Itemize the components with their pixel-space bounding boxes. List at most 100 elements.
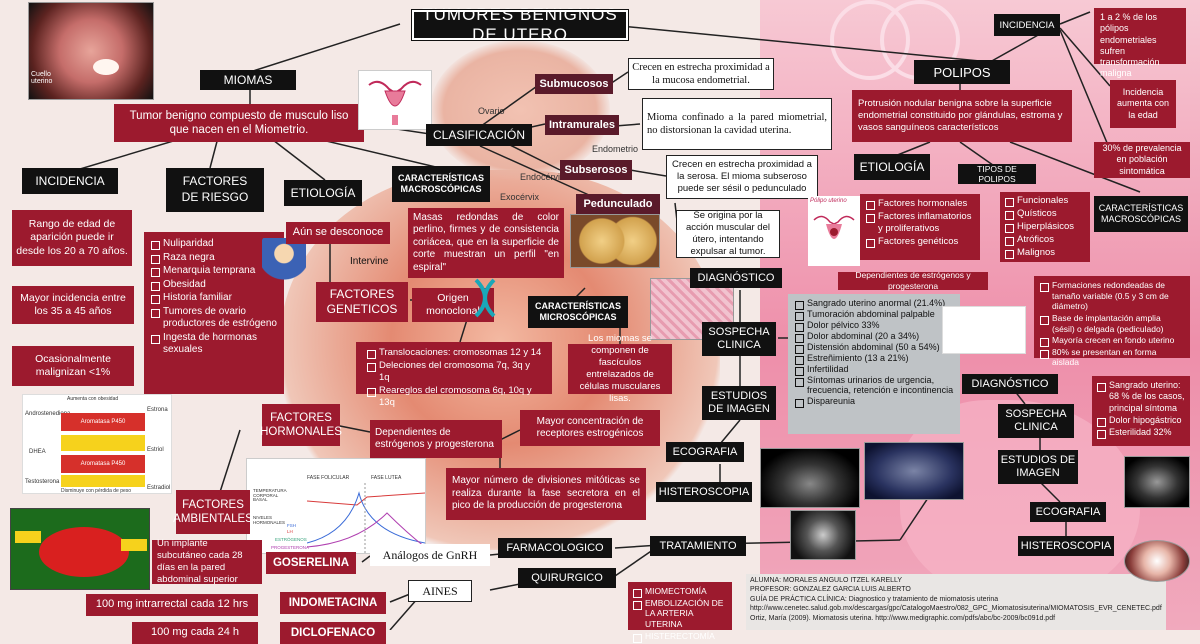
tipo-item: Funcionales [1004, 195, 1086, 207]
etiologia-item: Factores inflamatorios y proliferativos [865, 211, 975, 235]
intramurales-label: Intramurales [545, 115, 619, 135]
reference-link[interactable]: Ortiz, María (2009). Miomatosis uterina.… [750, 614, 1056, 622]
tipo-item: Hiperplásicos [1004, 221, 1086, 233]
hormonales-mitosis: Mayor número de divisiones mitóticas se … [446, 468, 646, 520]
sintomas-items: Sangrado uterino anormal (21.4%) Tumorac… [794, 298, 954, 408]
polipos-ultrasound [1124, 456, 1190, 508]
macro-item: Base de implantación amplia (sésil) o de… [1039, 313, 1185, 334]
indometacina-label: INDOMETACINA [280, 592, 386, 614]
hormonales-dependientes: Dependientes de estrógenos y progesteron… [370, 420, 502, 458]
clasificacion-header: CLASIFICACIÓN [426, 124, 532, 146]
aromatase-band [61, 435, 145, 451]
hormonales-receptores: Mayor concentración de receptores estrog… [520, 410, 660, 446]
chart-label: FASE LUTEA [371, 475, 402, 481]
sintoma-item: Dolor pélvico 33% [794, 320, 954, 332]
factor-riesgo-item: Raza negra [150, 252, 278, 265]
uterus-diagram-svg [368, 80, 422, 125]
polipos-definition: Protrusión nodular benigna sobre la supe… [852, 90, 1072, 142]
aromatase-label: Estrona [147, 407, 168, 413]
factores-riesgo-list: Nuliparidad Raza negra Menarquia tempran… [144, 232, 284, 394]
chart-label: LH [287, 529, 293, 534]
diagram-box [121, 539, 147, 551]
hormone-cycle-chart: FASE FOLICULAR FASE LUTEA TEMPERATURA CO… [246, 458, 426, 554]
analogos-gnrh-label: Análogos de GnRH [370, 544, 490, 566]
polipos-macro-list: Formaciones redondeadas de tamaño variab… [1034, 276, 1190, 367]
sintoma-item: Síntomas urinarios de urgencia, frecuenc… [794, 375, 954, 395]
genetico-item: Reareglos del cromosoma 6q, 10q y 13q [366, 385, 542, 409]
polipos-sospecha-clinica: SOSPECHA CLINICA [998, 404, 1074, 438]
polipos-histeroscopia: HISTEROSCOPIA [1018, 536, 1114, 556]
cirugias-list: MIOMECTOMÍA EMBOLIZACIÓN DE LA ARTERIA U… [628, 582, 732, 643]
diagram-label: Endometrio [592, 144, 639, 154]
quirurgico-label: QUIRURGICO [518, 568, 616, 588]
tipos-polipos-header: TIPOS DE POLIPOS [958, 164, 1036, 184]
connector-lines [69, 11, 1141, 630]
polipos-incidencia-item: 30% de prevalencia en población sintomát… [1094, 142, 1190, 178]
uterus-illustration-top [430, 40, 610, 180]
aromatase-diagram: Aumenta con obesidad Androstenediona Est… [22, 394, 172, 494]
factores-hormonales-header: FACTORES HORMONALES [260, 404, 342, 446]
macro-header: CARACTERÍSTICAS MACROSCÓPICAS [392, 166, 490, 202]
diagram-label: Ovario [478, 106, 505, 116]
polyp-uterus-svg [813, 215, 855, 239]
sintoma-item: Distensión abdominal (50 a 54%) [794, 342, 954, 354]
tipos-items: Funcionales Quísticos Hiperplásicos Atró… [1004, 195, 1086, 259]
factor-riesgo-item: Nuliparidad [150, 238, 278, 251]
goserelina-label: GOSERELINA [266, 552, 356, 574]
chart-label: NIVELES HORMONALES [253, 515, 286, 525]
subserosos-label: Subserosos [560, 160, 632, 180]
miomas-incidencia-item: Ocasionalmente malignizan <1% [12, 346, 134, 386]
factores-riesgo-items: Nuliparidad Raza negra Menarquia tempran… [150, 238, 278, 357]
risk-factor-diagram [10, 508, 150, 590]
miomas-header: MIOMAS [200, 70, 296, 90]
aromatase-label: Androstenediona [25, 411, 71, 417]
etiologia-item: Factores genéticos [865, 236, 975, 248]
uterus-diagram-icon [358, 70, 432, 130]
pedunculado-label: Pedunculado [576, 194, 660, 214]
dna-icon-svg [474, 278, 496, 318]
ultrasound-image [760, 448, 860, 508]
miomas-diagnostico-header: DIAGNÓSTICO [690, 268, 782, 288]
intramurales-desc: Mioma confinado a la pared miometrial, n… [642, 98, 832, 150]
factor-riesgo-item: Menarquia temprana [150, 265, 278, 278]
pedunculado-desc: Se origina por la acción muscular del út… [676, 210, 780, 258]
macro-item: Mayoría crecen en fondo uterino [1039, 335, 1185, 347]
miomas-sospecha-clinica: SOSPECHA CLINICA [702, 322, 776, 356]
polyp-uterus-diagram: Pólipo uterino [808, 196, 860, 266]
sintoma-item: Tumoración abdominal palpable [794, 309, 954, 321]
polipos-incidencia-item: 1 a 2 % de los pólipos endometriales suf… [1094, 8, 1186, 78]
dna-icon [470, 278, 500, 318]
factores-ambientales-header: FACTORES AMBIENTALES [173, 490, 253, 534]
miomas-definition: Tumor benigno compuesto de musculo liso … [114, 104, 364, 142]
miomas-etiologia-header: ETIOLOGÍA [284, 180, 362, 206]
reference-link[interactable]: http://www.cenetec.salud.gob.mx/descarga… [750, 605, 1162, 613]
polipos-diagnostico-header: DIAGNÓSTICO [962, 374, 1058, 394]
polipos-header: POLIPOS [914, 60, 1010, 84]
diagram-label: Endocérvix [520, 172, 565, 182]
diagram-box [15, 531, 41, 543]
aromatase-arrow: Aromatasa P450 [61, 455, 145, 473]
geneticos-list: Translocaciones: cromosomas 12 y 14 Dele… [356, 342, 552, 408]
chart-label: FSH [287, 523, 296, 528]
polyp-types-image [942, 306, 1026, 354]
reference-line: GUÍA DE PRÁCTICA CLÍNICA: Diagnostico y … [750, 595, 999, 603]
factor-riesgo-item: Historia familiar [150, 292, 278, 305]
factores-geneticos-header: FACTORES GENETICOS [316, 282, 408, 322]
diclofenaco-desc: 100 mg cada 24 h [132, 622, 258, 644]
ultrasound-image [864, 442, 964, 500]
diagram-ellipse [39, 527, 129, 577]
goserelina-desc: Un implante subcutáneo cada 28 días en l… [152, 538, 262, 585]
page-title: TUMORES BENIGNOS DE UTERO [411, 5, 629, 44]
obesity-cartoon-icon [262, 238, 306, 290]
aromatase-label: DHEA [29, 449, 46, 455]
diclofenaco-label: DICLOFENACO [280, 622, 386, 644]
aromatase-label: Estradiol [147, 485, 171, 491]
diagnostico-item: Esterilidad 32% [1096, 427, 1186, 440]
chart-label: TEMPERATURA CORPORAL BASAL [253, 488, 287, 502]
sintoma-item: Sangrado uterino anormal (21.4%) [794, 298, 954, 310]
macro-item: 80% se presentan en forma aislada [1039, 347, 1185, 368]
aromatase-label: Aumenta con obesidad [67, 396, 119, 402]
chart-label: PROGESTERONA [271, 545, 310, 550]
sintoma-item: Infertilidad [794, 364, 954, 376]
miomas-sintomas-list: Sangrado uterino anormal (21.4%) Tumorac… [788, 294, 960, 434]
